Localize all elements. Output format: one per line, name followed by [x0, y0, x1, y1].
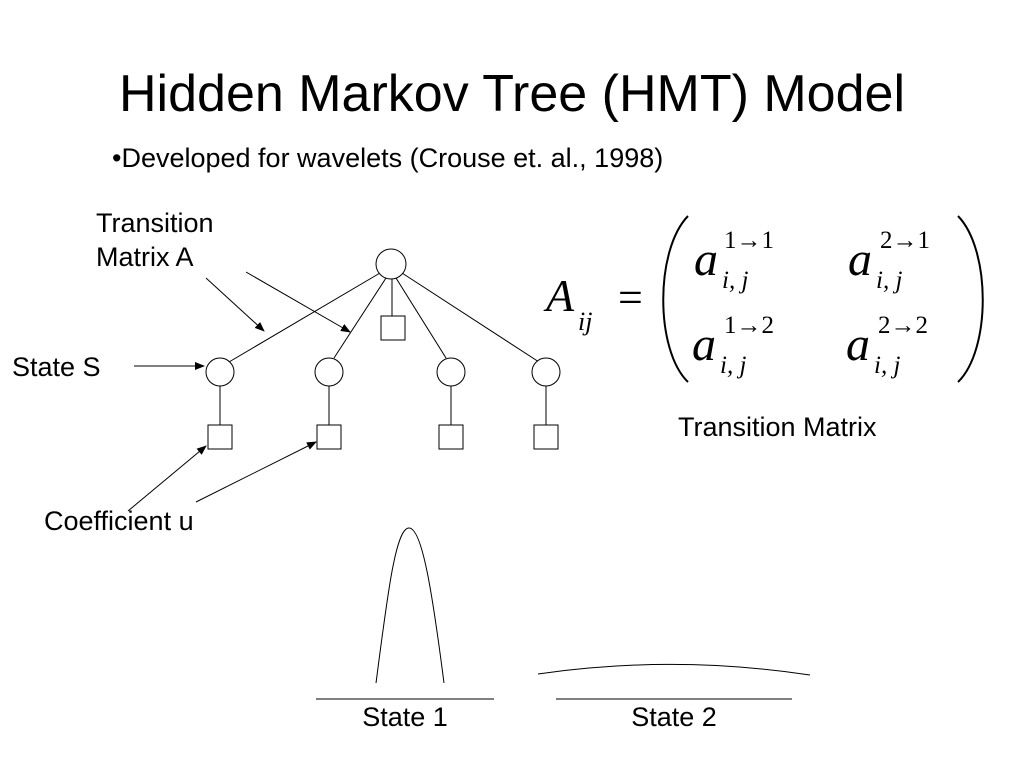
state-node: [205, 357, 235, 387]
bullet-point: •Developed for wavelets (Crouse et. al.,…: [112, 143, 664, 173]
coefficient-node: [438, 424, 464, 450]
arrow-coefficient-2: [195, 441, 317, 503]
transition-matrix-a-label: Transition Matrix A: [96, 208, 214, 272]
entry-base: a: [692, 318, 716, 371]
entry-subscript: i, j: [876, 267, 902, 294]
state-s-label: State S: [12, 352, 101, 382]
arrow-coefficient-1: [127, 445, 207, 512]
coefficient-node: [207, 424, 233, 450]
tree-edge: [228, 272, 381, 363]
entry-superscript: 2→1: [880, 227, 930, 254]
state-2-density-curve: [537, 663, 811, 676]
root-state-node: [375, 248, 407, 280]
state-1-density-curve: [375, 527, 445, 684]
state-node: [531, 357, 561, 387]
arrow-transition-2: [245, 271, 351, 333]
state-2-label: State 2: [631, 702, 717, 732]
entry-subscript: i, j: [722, 267, 748, 294]
coefficient-node: [533, 424, 559, 450]
coefficient-node: [316, 424, 342, 450]
state-node: [436, 357, 466, 387]
entry-superscript: 1→1: [724, 227, 774, 254]
transition-matrix-equation: A ij = a 1→1 i, j a 2→1 i, j a 1→2 i, j …: [543, 215, 984, 383]
entry-superscript: 2→2: [878, 312, 928, 339]
tree-edge: [401, 272, 540, 363]
entry-base: a: [694, 233, 718, 286]
slide-title: Hidden Markov Tree (HMT) Model: [119, 65, 905, 123]
lhs-symbol: A: [543, 270, 575, 321]
entry-subscript: i, j: [874, 352, 900, 379]
state-node: [314, 357, 344, 387]
entry-subscript: i, j: [720, 352, 746, 379]
state-1-label: State 1: [362, 702, 448, 732]
equals-sign: =: [618, 273, 643, 322]
transition-matrix-caption: Transition Matrix: [678, 412, 877, 442]
tree-edge: [395, 277, 447, 359]
left-parenthesis: [662, 215, 689, 383]
entry-base: a: [846, 318, 870, 371]
lhs-subscript: ij: [578, 307, 592, 336]
right-parenthesis: [957, 215, 984, 383]
arrow-transition-1: [205, 277, 265, 332]
entry-superscript: 1→2: [724, 312, 774, 339]
tree-edge: [333, 277, 387, 359]
coefficient-u-label: Coefficient u: [44, 506, 194, 536]
root-coefficient-node: [380, 315, 406, 341]
entry-base: a: [848, 233, 872, 286]
